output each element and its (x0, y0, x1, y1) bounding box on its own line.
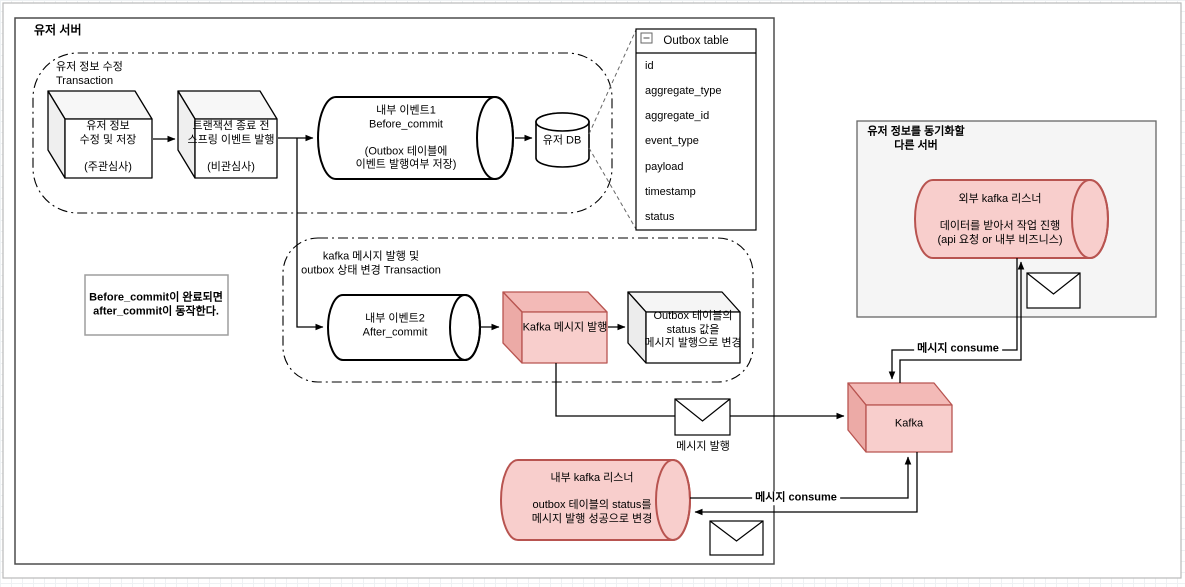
outbox-field-status: status (645, 211, 675, 224)
cylinder-event1-before-commit (317, 96, 514, 180)
outbox-field-aggregate-type: aggregate_type (645, 84, 722, 97)
outbox-field-event-type: event_type (645, 135, 699, 148)
zoom-line-top (588, 29, 637, 135)
box-spring-event (177, 90, 278, 179)
tx2-boundary (282, 237, 754, 383)
cylinder-event2-after-commit (327, 294, 481, 361)
outbox-table-title: Outbox table (663, 35, 729, 47)
outbox-table-frame (635, 28, 757, 231)
note-before-after-commit (84, 274, 229, 336)
edge-branch-to-event2 (296, 138, 324, 331)
envelope-internal-icon (709, 520, 764, 556)
envelope-external-icon (1026, 272, 1081, 309)
collapse-icon[interactable] (640, 32, 653, 44)
outbox-table: Outbox table id aggregate_type aggregate… (636, 29, 756, 230)
kafka-broker-box (847, 382, 953, 453)
edge-kafka-to-internallistener (694, 452, 918, 516)
outbox-field-payload: payload (645, 160, 684, 173)
outbox-field-id: id (645, 59, 654, 72)
tx1-boundary (32, 52, 613, 214)
edge-kafka-to-externallistener (899, 261, 1025, 383)
cylinder-internal-kafka-listener (500, 459, 691, 541)
box-kafka-publish (502, 291, 608, 364)
db-user (535, 112, 590, 168)
box-user-update (47, 90, 153, 179)
cylinder-external-kafka-listener (914, 179, 1109, 259)
outbox-field-aggregate-id: aggregate_id (645, 110, 710, 123)
envelope-publish-icon (674, 398, 731, 436)
outbox-field-timestamp: timestamp (645, 186, 696, 199)
edge-publish-to-kafka (555, 363, 845, 420)
zoom-line-bottom (588, 147, 637, 230)
box-outbox-status-update (627, 291, 741, 364)
